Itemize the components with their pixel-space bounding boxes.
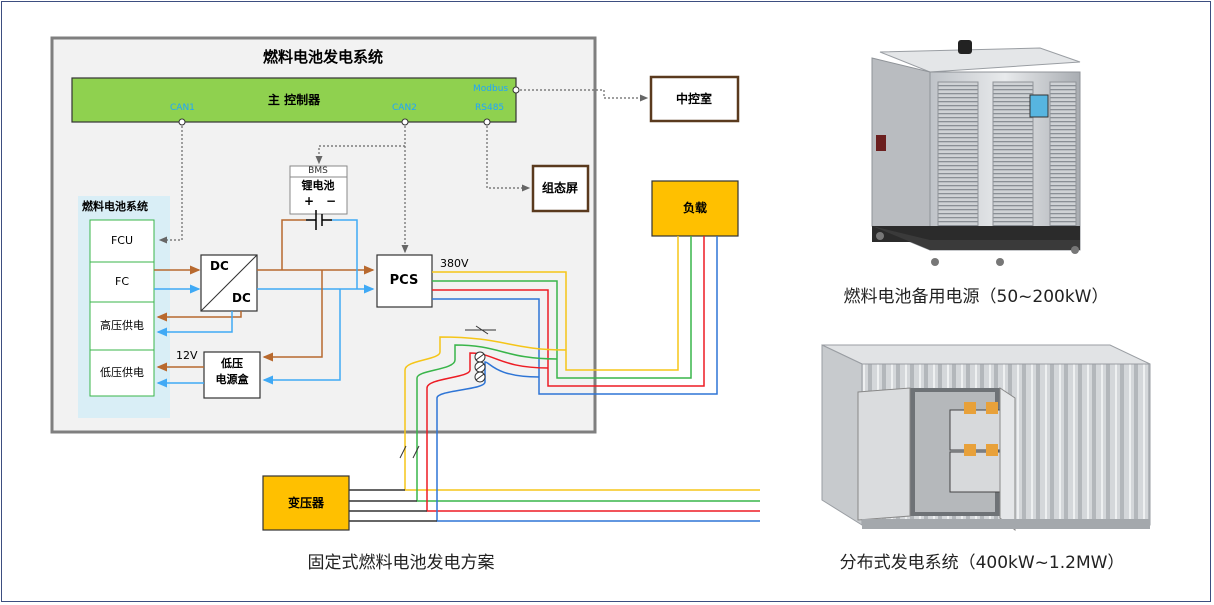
- central-control-room: 中控室: [675, 92, 713, 106]
- lv-power-box-line2: 电源盒: [215, 373, 249, 386]
- pcs-label: PCS: [389, 273, 419, 288]
- port-rs485: RS485: [475, 103, 505, 113]
- bms-label: BMS: [308, 166, 328, 176]
- load-label: 负载: [682, 201, 708, 215]
- caption-backup-power: 燃料电池备用电源（50~200kW）: [843, 287, 1109, 307]
- system-title: 燃料电池发电系统: [262, 48, 384, 66]
- voltage-12-label: 12V: [176, 349, 198, 362]
- fc-item-fc: FC: [114, 275, 130, 288]
- caption-distributed-generation: 分布式发电系统（400kW~1.2MW）: [839, 553, 1125, 573]
- fc-item-lv-supply: 低压供电: [100, 366, 144, 379]
- battery-minus: −: [326, 194, 337, 208]
- caption-fixed-scheme: 固定式燃料电池发电方案: [307, 553, 495, 573]
- port-can2: CAN2: [392, 103, 417, 113]
- battery-plus: +: [304, 194, 315, 208]
- fc-item-fcu: FCU: [110, 234, 134, 247]
- lithium-battery-label: 锂电池: [301, 179, 335, 192]
- dcdc-out-label: DC: [232, 291, 251, 305]
- voltage-380-label: 380V: [440, 257, 469, 270]
- distributed-generation-container: [821, 344, 1151, 532]
- dcdc-in-label: DC: [210, 259, 229, 273]
- fuel-cell-system-title: 燃料电池系统: [82, 200, 148, 213]
- port-can1: CAN1: [170, 103, 195, 113]
- lv-power-box-line1: 低压: [221, 357, 243, 370]
- transformer-label: 变压器: [287, 496, 325, 510]
- fc-item-hv-supply: 高压供电: [100, 319, 144, 332]
- main-controller-label: 主 控制器: [267, 93, 321, 107]
- config-screen: 组态屏: [541, 181, 579, 195]
- controller-bar: [71, 77, 517, 123]
- port-modbus: Modbus: [473, 84, 509, 94]
- backup-power-cabinet: [871, 40, 1081, 266]
